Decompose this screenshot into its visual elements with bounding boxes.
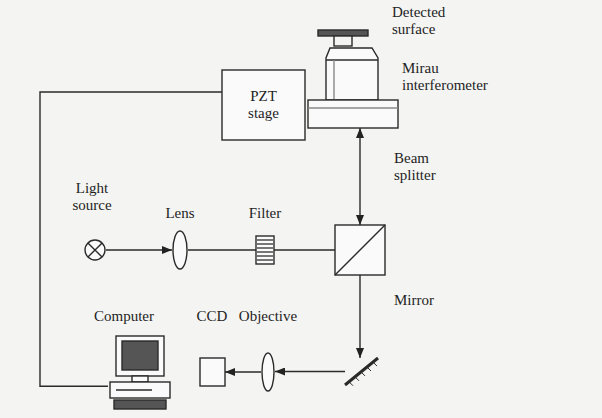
mirror-shape bbox=[345, 358, 378, 385]
mirror-outline bbox=[345, 358, 378, 386]
lens-shape bbox=[261, 352, 275, 392]
light-path bbox=[359, 275, 360, 358]
lens: Lens bbox=[172, 230, 188, 270]
detected-surface: Detected surface bbox=[318, 30, 368, 46]
mirau-interferometer: Mirau interferometer bbox=[308, 46, 398, 128]
computer: Computer bbox=[108, 336, 172, 410]
lens-outline bbox=[173, 231, 187, 269]
filter-shape bbox=[256, 236, 274, 264]
computer-shape bbox=[108, 336, 172, 410]
light-path bbox=[225, 371, 261, 372]
part-label: Computer bbox=[94, 308, 154, 325]
objective-lens: Objective bbox=[261, 352, 275, 392]
beam-splitter: Beam splitter bbox=[335, 225, 385, 275]
light-path bbox=[359, 128, 360, 225]
signal-wire bbox=[40, 92, 222, 386]
plate-outline bbox=[318, 30, 368, 46]
text-holder: PZT stage bbox=[222, 70, 305, 140]
part-label: Mirror bbox=[394, 292, 434, 309]
filter: Filter bbox=[256, 236, 274, 264]
plate-shape bbox=[318, 30, 368, 46]
light-source: Light source bbox=[84, 239, 106, 261]
light-path bbox=[274, 249, 335, 250]
ccd-camera: CCD bbox=[200, 358, 225, 386]
computer-outline bbox=[110, 336, 170, 409]
lamp-outline bbox=[85, 240, 105, 260]
lens-shape bbox=[172, 230, 188, 270]
mirau-outline bbox=[308, 48, 398, 128]
light-path bbox=[106, 249, 172, 250]
lens-outline bbox=[262, 353, 274, 391]
part-label: Light source bbox=[61, 180, 123, 215]
mirau-shape bbox=[308, 46, 398, 128]
filter-outline bbox=[256, 236, 274, 264]
part-label: Detected surface bbox=[392, 4, 467, 39]
lamp-shape bbox=[84, 239, 106, 261]
part-label: PZT stage bbox=[239, 88, 289, 123]
light-path bbox=[188, 249, 256, 250]
part-label: Mirau interferometer bbox=[402, 60, 502, 95]
pzt-stage: PZT stage bbox=[222, 70, 305, 140]
splitter-shape bbox=[335, 225, 385, 275]
part-label: CCD bbox=[197, 308, 228, 325]
mirror: Mirror bbox=[345, 358, 378, 385]
part-label: Lens bbox=[165, 205, 194, 222]
part-label: Beam splitter bbox=[394, 150, 460, 185]
box-outline bbox=[222, 70, 305, 140]
part-label: Filter bbox=[249, 205, 282, 222]
ccd-outline bbox=[200, 358, 225, 386]
light-path bbox=[275, 371, 345, 372]
splitter-outline bbox=[335, 225, 385, 275]
part-label: Objective bbox=[239, 308, 297, 325]
ccd-shape bbox=[200, 358, 225, 386]
